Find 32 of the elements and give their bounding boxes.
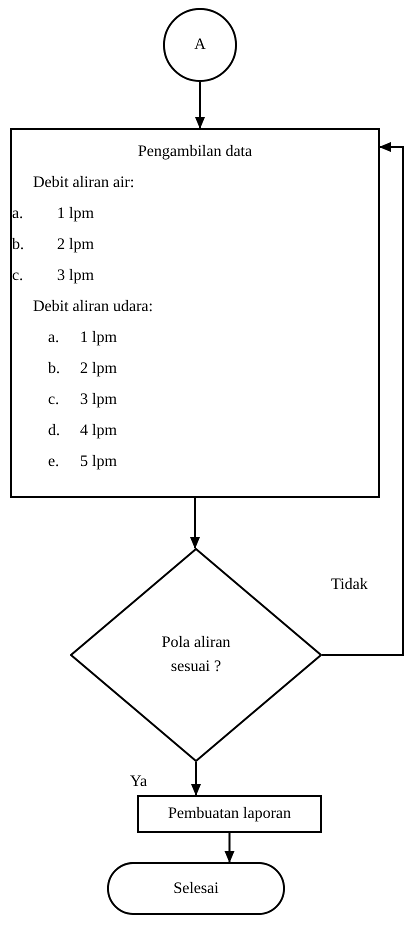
decision-diamond xyxy=(70,548,322,762)
arrow xyxy=(190,498,200,549)
list-text: b. xyxy=(12,235,24,255)
list-text: c. xyxy=(12,266,24,286)
node-text: Pembuatan laporan xyxy=(168,804,292,824)
list-text: 5 lpm xyxy=(80,452,117,472)
list-text: 3 lpm xyxy=(80,390,117,410)
arrow xyxy=(191,762,201,796)
arrow xyxy=(224,833,234,863)
list-text: Debit aliran air: xyxy=(33,173,134,193)
process-box xyxy=(137,795,322,833)
box-title: Pengambilan data xyxy=(136,142,254,162)
list-text: d. xyxy=(48,421,60,441)
terminator-shape xyxy=(107,862,285,915)
list-text: 1 lpm xyxy=(57,204,94,224)
process-box xyxy=(10,128,380,498)
arrow xyxy=(322,142,404,656)
list-text: Debit aliran udara: xyxy=(33,297,153,317)
node-text: Selesai xyxy=(173,878,219,898)
arrow xyxy=(195,82,205,129)
list-text: e. xyxy=(48,452,60,472)
list-text: 4 lpm xyxy=(80,421,117,441)
list-text: 3 lpm xyxy=(57,266,94,286)
list-text: a. xyxy=(12,204,24,224)
list-text: b. xyxy=(48,359,60,379)
list-text: 1 lpm xyxy=(80,328,117,348)
list-text: 2 lpm xyxy=(57,235,94,255)
list-text: 2 lpm xyxy=(80,359,117,379)
list-text: c. xyxy=(48,390,60,410)
node-text: A xyxy=(194,35,206,55)
list-text: a. xyxy=(48,328,60,348)
node-text: Pola aliran sesuai ? xyxy=(160,633,232,677)
